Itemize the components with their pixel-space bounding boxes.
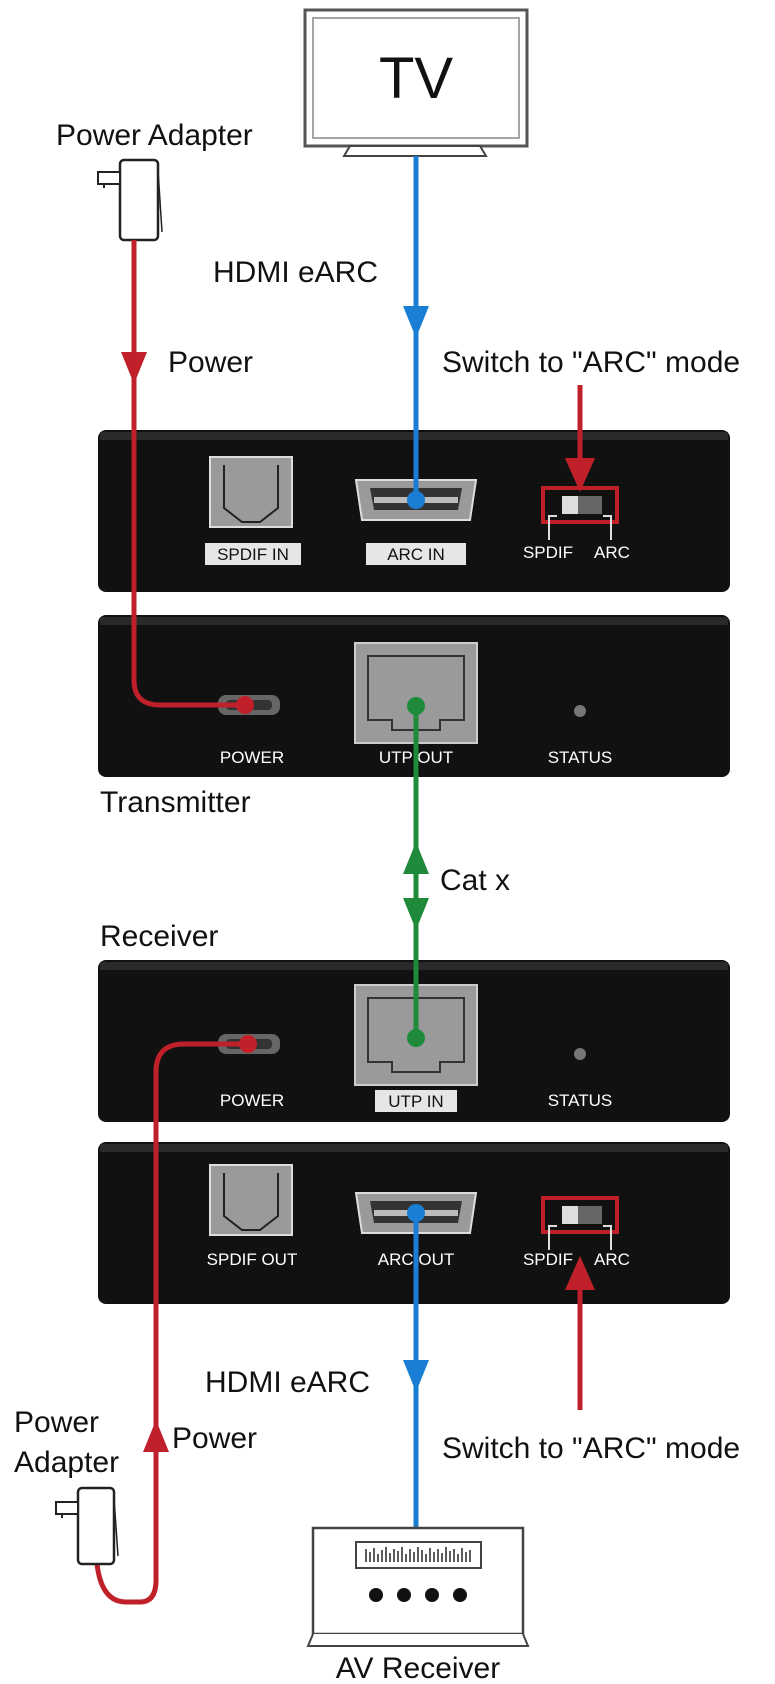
power-adapter-bottom-line1: Power	[14, 1406, 99, 1439]
power-adapter-bottom-line2: Adapter	[14, 1446, 119, 1479]
rx-power-label: POWER	[220, 1091, 284, 1110]
tv-label: TV	[379, 46, 453, 111]
rx-status-label: STATUS	[548, 1091, 613, 1110]
spdif-in-port: SPDIF IN	[205, 456, 301, 565]
power-cable-top	[121, 240, 254, 714]
cat-label: Cat x	[440, 864, 510, 897]
tx-power-label: POWER	[220, 748, 284, 767]
power-adapter-top-label: Power Adapter	[56, 119, 253, 152]
rx-switch-arc-label: ARC	[594, 1250, 630, 1269]
tv-device: TV	[303, 8, 529, 157]
power-bottom-label: Power	[172, 1422, 257, 1455]
receiver-label: Receiver	[100, 920, 218, 953]
spdif-out-port: SPDIF OUT	[207, 1164, 298, 1269]
rx-switch-spdif-label: SPDIF	[523, 1250, 573, 1269]
knob-1	[369, 1588, 383, 1602]
switch-annotation-top-arrow	[565, 385, 595, 492]
power-cable-bottom	[93, 1035, 257, 1605]
power-adapter-top-icon	[97, 158, 163, 242]
hdmi-bottom-label: HDMI eARC	[205, 1366, 370, 1399]
arc-switch-bottom: SPDIF ARC	[523, 1196, 630, 1269]
transmitter-bottom-panel: POWER UTP OUT STATUS	[98, 615, 730, 777]
switch-bottom-label: Switch to "ARC" mode	[442, 1432, 740, 1465]
utp-in-label: UTP IN	[388, 1092, 443, 1111]
status-led-rx: STATUS	[548, 1048, 613, 1110]
spdif-in-label: SPDIF IN	[217, 545, 289, 564]
arc-in-label: ARC IN	[387, 545, 445, 564]
tx-status-label: STATUS	[548, 748, 613, 767]
hdmi-cable-bottom	[403, 1204, 429, 1530]
cat-cable	[403, 697, 429, 1047]
knob-4	[453, 1588, 467, 1602]
knob-3	[425, 1588, 439, 1602]
av-receiver-label: AV Receiver	[336, 1652, 501, 1684]
transmitter-label: Transmitter	[100, 786, 251, 819]
power-top-label: Power	[168, 346, 253, 379]
switch-top-label: Switch to "ARC" mode	[442, 346, 740, 379]
av-receiver-device	[306, 1526, 530, 1647]
hdmi-cable-top	[403, 156, 429, 509]
hdmi-top-label: HDMI eARC	[213, 256, 378, 289]
switch-arc-label: ARC	[594, 543, 630, 562]
power-port-tx: POWER	[218, 695, 284, 767]
power-adapter-bottom-icon	[55, 1486, 119, 1566]
knob-2	[397, 1588, 411, 1602]
spdif-out-label: SPDIF OUT	[207, 1250, 298, 1269]
display-bars-icon	[365, 1547, 471, 1562]
switch-spdif-label: SPDIF	[523, 543, 573, 562]
switch-annotation-bottom-arrow	[565, 1256, 595, 1410]
status-led-tx: STATUS	[548, 705, 613, 767]
